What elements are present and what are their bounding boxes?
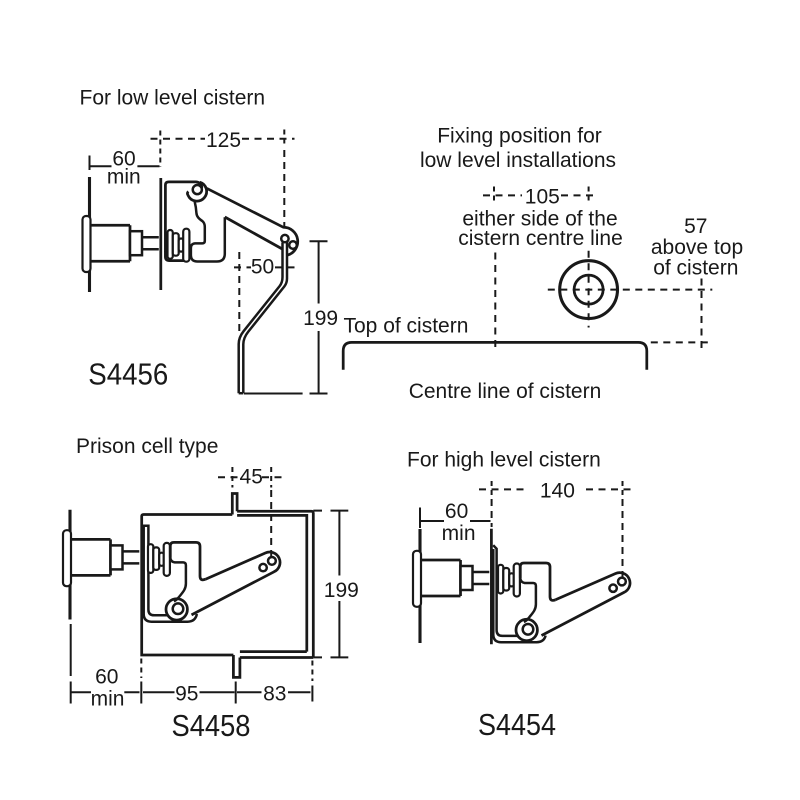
svg-text:57: 57 bbox=[684, 215, 707, 238]
svg-text:Fixing position for: Fixing position for bbox=[437, 125, 602, 148]
svg-text:60: 60 bbox=[112, 147, 135, 170]
svg-text:60: 60 bbox=[445, 500, 468, 523]
svg-text:105: 105 bbox=[525, 185, 560, 208]
svg-text:low level installations: low level installations bbox=[420, 149, 616, 172]
svg-text:199: 199 bbox=[324, 579, 359, 602]
svg-text:S4456: S4456 bbox=[88, 357, 168, 392]
svg-text:min: min bbox=[107, 165, 141, 188]
svg-text:50: 50 bbox=[251, 255, 274, 278]
svg-text:min: min bbox=[442, 522, 476, 545]
svg-text:cistern centre line: cistern centre line bbox=[458, 227, 623, 250]
svg-text:140: 140 bbox=[540, 479, 575, 502]
svg-text:min: min bbox=[91, 687, 125, 710]
svg-text:199: 199 bbox=[303, 307, 338, 330]
svg-text:Top of cistern: Top of cistern bbox=[344, 315, 469, 338]
svg-text:95: 95 bbox=[175, 682, 198, 705]
svg-text:Centre line of cistern: Centre line of cistern bbox=[409, 380, 602, 403]
svg-text:of cistern: of cistern bbox=[653, 256, 738, 279]
svg-text:either side of the: either side of the bbox=[462, 207, 617, 230]
svg-text:For low level cistern: For low level cistern bbox=[80, 87, 266, 110]
svg-text:60: 60 bbox=[95, 665, 118, 688]
svg-text:S4454: S4454 bbox=[478, 707, 556, 742]
svg-text:83: 83 bbox=[263, 682, 286, 705]
svg-text:above top: above top bbox=[651, 236, 743, 259]
svg-text:For high level cistern: For high level cistern bbox=[407, 448, 601, 471]
svg-text:125: 125 bbox=[206, 129, 241, 152]
svg-text:S4458: S4458 bbox=[172, 708, 251, 743]
svg-text:Prison cell type: Prison cell type bbox=[76, 435, 218, 458]
svg-text:45: 45 bbox=[240, 465, 263, 488]
